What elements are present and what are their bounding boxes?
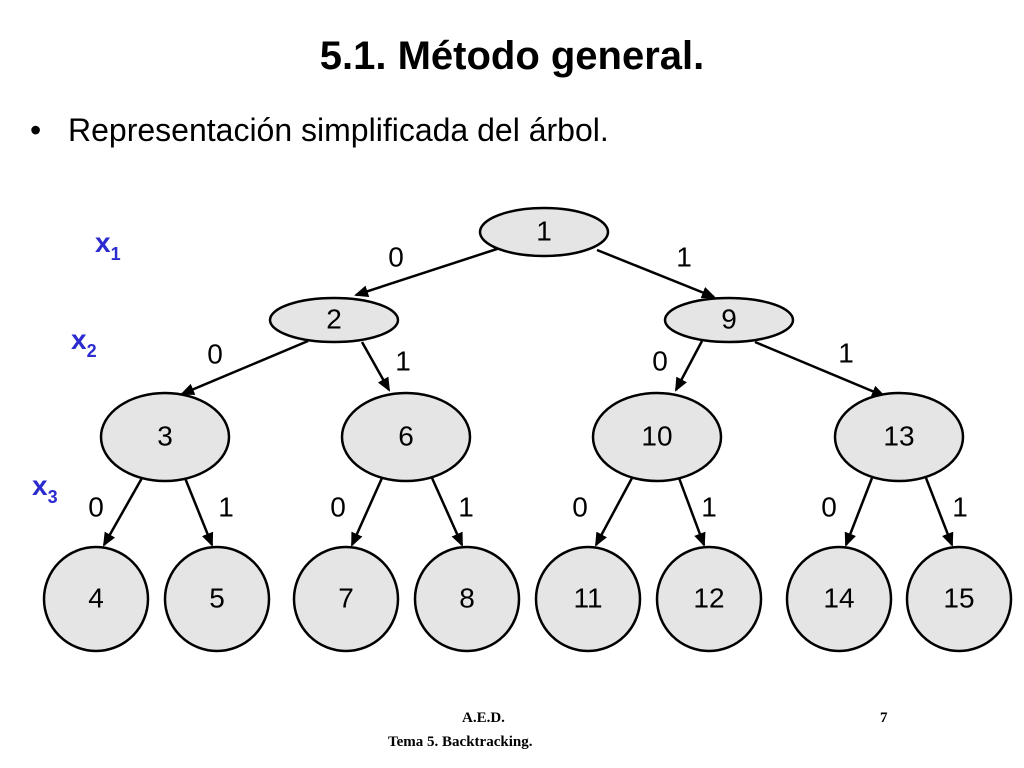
tree-node-15 bbox=[905, 545, 1013, 653]
level-variable-name: x bbox=[32, 470, 48, 501]
slide-title: 5.1. Método general. bbox=[319, 34, 705, 78]
tree-node-3 bbox=[99, 391, 231, 483]
edge-label-n3-n4: 0 bbox=[88, 491, 104, 522]
tree-node-1 bbox=[478, 206, 610, 258]
tree-node-10 bbox=[591, 391, 723, 483]
edge-label-n9-n10: 0 bbox=[652, 345, 668, 376]
edge-arrow-n1-n2 bbox=[354, 246, 501, 297]
edge-arrow-n13-n14 bbox=[844, 477, 874, 547]
tree-node-7 bbox=[292, 545, 400, 653]
edge-arrow-n9-n10 bbox=[674, 340, 704, 392]
edge-arrow-n1-n9 bbox=[596, 248, 716, 299]
level-variable-x3: x3 bbox=[32, 470, 58, 507]
tree-node-11 bbox=[534, 545, 642, 653]
tree-node-9 bbox=[663, 296, 795, 344]
tree-node-label-12: 12 bbox=[693, 582, 724, 613]
tree-node-label-14: 14 bbox=[823, 582, 854, 613]
tree-node-8 bbox=[413, 545, 521, 653]
edge-label-n10-n11: 0 bbox=[572, 491, 588, 522]
bullet-item: • Representación simplificada del árbol. bbox=[30, 112, 609, 149]
tree-node-label-6: 6 bbox=[398, 420, 414, 451]
level-variable-subscript: 1 bbox=[111, 244, 121, 264]
tree-node-label-4: 4 bbox=[88, 582, 104, 613]
level-variable-subscript: 2 bbox=[87, 341, 97, 361]
edge-label-n9-n13: 1 bbox=[838, 337, 854, 368]
tree-node-label-3: 3 bbox=[157, 420, 173, 451]
tree-node-12 bbox=[655, 545, 763, 653]
edge-arrow-n3-n4 bbox=[102, 477, 144, 547]
tree-node-4 bbox=[42, 545, 150, 653]
bullet-symbol: • bbox=[30, 112, 42, 148]
footer-page-number: 7 bbox=[880, 710, 888, 726]
edge-label-n6-n7: 0 bbox=[330, 491, 346, 522]
edge-label-n10-n12: 1 bbox=[701, 491, 717, 522]
edge-arrow-n6-n8 bbox=[430, 477, 464, 547]
tree-node-2 bbox=[268, 296, 400, 344]
bullet-text: Representación simplificada del árbol. bbox=[68, 112, 609, 148]
edge-label-n3-n5: 1 bbox=[218, 491, 234, 522]
edge-arrow-n13-n15 bbox=[924, 477, 954, 547]
tree-node-label-10: 10 bbox=[641, 420, 672, 451]
tree-node-label-8: 8 bbox=[459, 582, 475, 613]
tree-node-6 bbox=[340, 391, 472, 483]
edge-label-n13-n14: 0 bbox=[821, 491, 837, 522]
tree-node-label-9: 9 bbox=[721, 303, 737, 334]
edge-label-n2-n6: 1 bbox=[395, 345, 411, 376]
tree-node-label-5: 5 bbox=[209, 582, 225, 613]
edge-arrow-n2-n6 bbox=[360, 341, 391, 392]
level-variable-x1: x1 bbox=[95, 227, 121, 264]
tree-node-5 bbox=[163, 545, 271, 653]
tree-node-label-15: 15 bbox=[943, 582, 974, 613]
footer-topic: Tema 5. Backtracking. bbox=[388, 734, 533, 750]
footer-course: A.E.D. bbox=[462, 710, 505, 726]
tree-node-label-1: 1 bbox=[536, 215, 552, 246]
edge-arrow-n2-n3 bbox=[180, 339, 309, 396]
edge-label-n2-n3: 0 bbox=[207, 338, 223, 369]
tree-node-label-11: 11 bbox=[573, 582, 602, 613]
tree-node-label-7: 7 bbox=[338, 582, 354, 613]
level-variable-name: x bbox=[71, 324, 87, 355]
edge-arrow-n3-n5 bbox=[183, 477, 214, 547]
tree-node-13 bbox=[833, 391, 965, 483]
level-variable-x2: x2 bbox=[71, 324, 97, 361]
edge-arrow-n9-n13 bbox=[754, 340, 886, 398]
edge-arrow-n10-n12 bbox=[677, 477, 706, 547]
edge-label-n1-n2: 0 bbox=[388, 241, 404, 272]
edge-label-n1-n9: 1 bbox=[676, 241, 692, 272]
level-variable-subscript: 3 bbox=[48, 487, 58, 507]
edge-arrow-n6-n7 bbox=[350, 477, 384, 547]
edge-label-n6-n8: 1 bbox=[458, 491, 474, 522]
tree-node-label-13: 13 bbox=[883, 420, 914, 451]
edge-arrow-n10-n11 bbox=[594, 477, 634, 547]
tree-node-label-2: 2 bbox=[326, 303, 342, 334]
tree-node-14 bbox=[785, 545, 893, 653]
edge-label-n13-n15: 1 bbox=[952, 491, 968, 522]
level-variable-name: x bbox=[95, 227, 111, 258]
